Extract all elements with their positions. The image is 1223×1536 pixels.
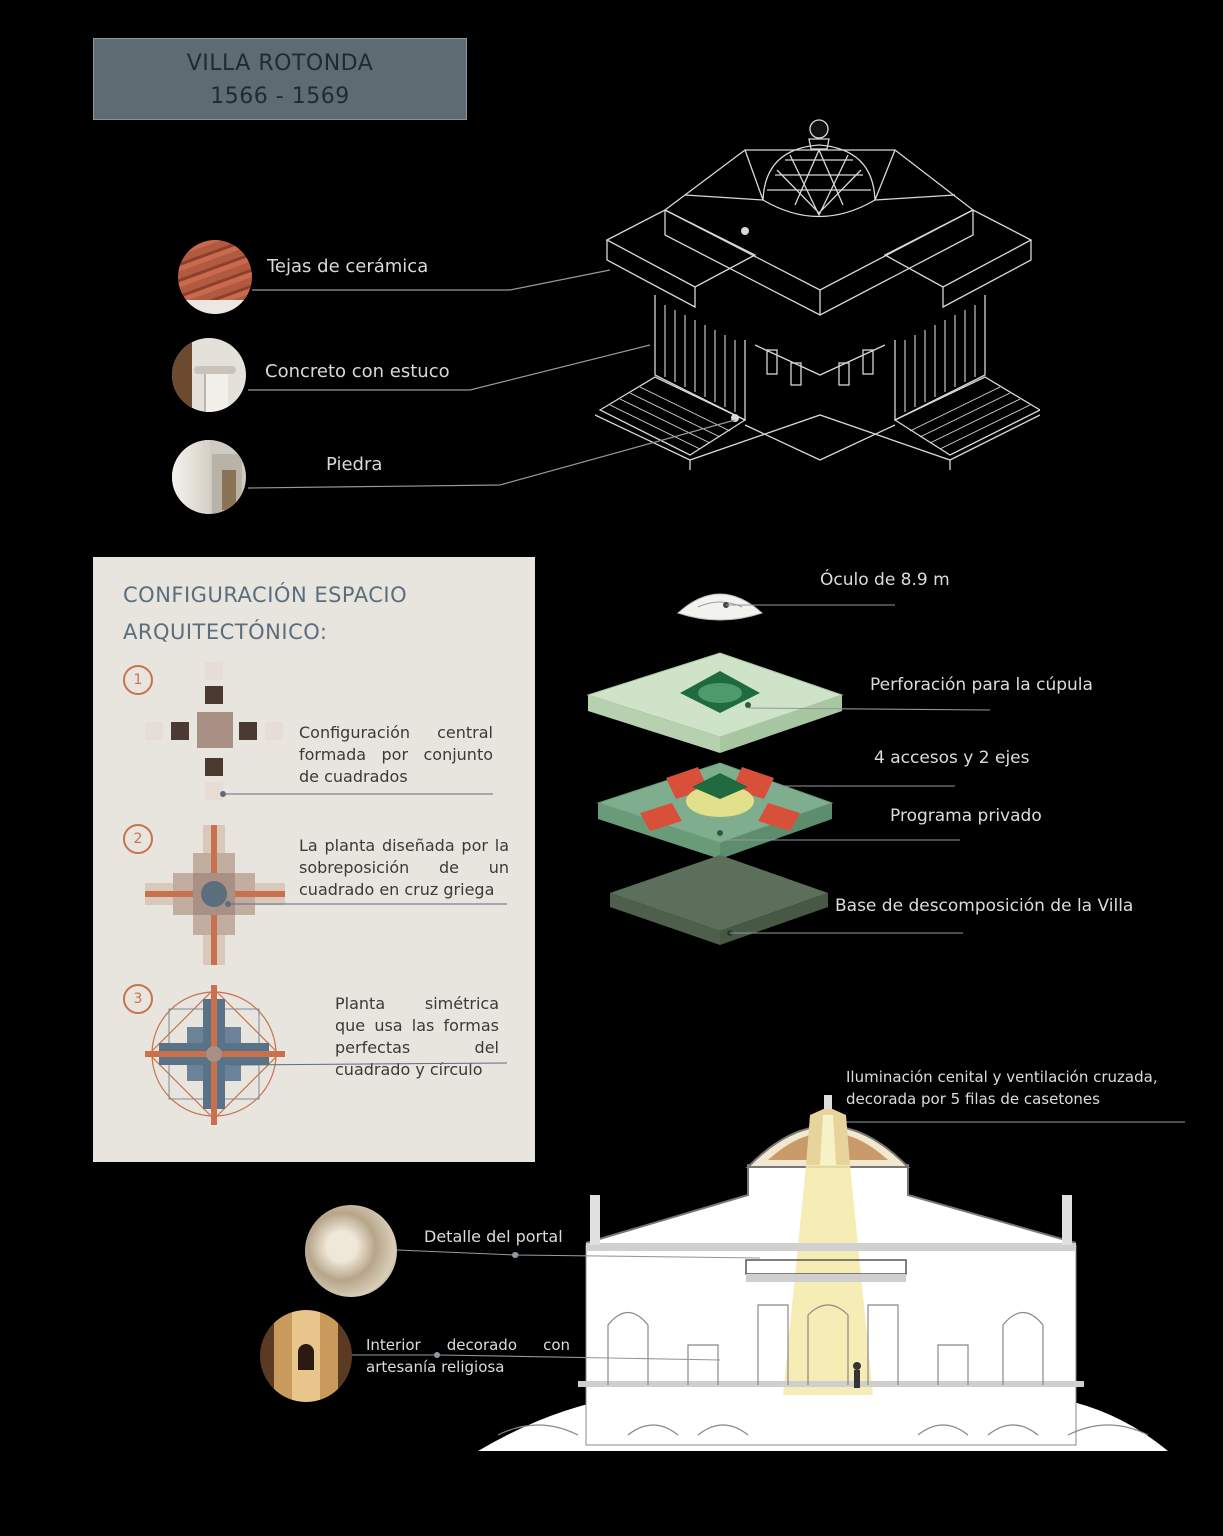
step-3-symmetry-diagram <box>145 985 285 1125</box>
label-dome-perforation: Perforación para la cúpula <box>870 675 1093 695</box>
label-base: Base de descomposición de la Villa <box>835 896 1134 916</box>
label-oculus: Óculo de 8.9 m <box>820 570 950 590</box>
roof-tiles-photo <box>178 240 252 314</box>
column-capital-photo <box>172 338 246 412</box>
step-1-squares-diagram <box>145 662 283 800</box>
config-leader-lines <box>220 791 508 1066</box>
interior-photo <box>260 1310 352 1402</box>
step-2-text: La planta diseñada por la sobreposición … <box>299 836 509 899</box>
villa-isometric-drawing <box>595 119 1040 470</box>
config-panel: CONFIGURACIÓN ESPACIO ARQUITECTÓNICO: 1 … <box>93 557 535 1162</box>
step-1-text: Configuración central formada por conjun… <box>299 723 493 786</box>
title-box: VILLA ROTONDA 1566 - 1569 <box>93 38 467 120</box>
stone-wall-photo <box>172 440 246 514</box>
material-label-stone: Piedra <box>326 454 383 475</box>
label-private-program: Programa privado <box>890 806 1042 826</box>
portal-detail-photo <box>305 1205 397 1297</box>
label-portal-detail: Detalle del portal <box>424 1227 563 1246</box>
step-3-number: 3 <box>123 984 153 1014</box>
exploded-axonometric-diagram <box>586 593 844 945</box>
material-label-concrete: Concreto con estuco <box>265 361 450 382</box>
step-1-number: 1 <box>123 665 153 695</box>
label-dome-lighting: Iluminación cenital y ventilación cruzad… <box>846 1068 1158 1108</box>
step-2-greek-cross-diagram <box>145 825 285 965</box>
page-years: 1566 - 1569 <box>210 84 350 109</box>
label-accesses: 4 accesos y 2 ejes <box>874 748 1030 768</box>
villa-section-drawing <box>478 1095 1168 1451</box>
config-title: CONFIGURACIÓN ESPACIO ARQUITECTÓNICO: <box>123 583 408 644</box>
page-title: VILLA ROTONDA <box>186 51 374 76</box>
label-interior: Interior decorado con artesanía religios… <box>366 1336 570 1376</box>
material-label-tiles: Tejas de cerámica <box>267 256 429 277</box>
step-2-number: 2 <box>123 824 153 854</box>
step-3-text: Planta simétrica que usa las formas perf… <box>335 994 499 1079</box>
